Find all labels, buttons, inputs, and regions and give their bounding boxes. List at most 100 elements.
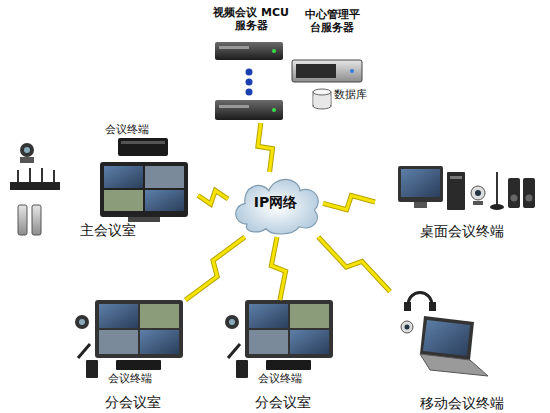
mic-stem: [41, 168, 43, 182]
lightning-link: [258, 123, 273, 172]
webcam-lens: [475, 190, 481, 196]
site-group: 会议终端主会议室: [8, 122, 198, 247]
tv-screen: [290, 304, 329, 328]
laptop-base: [420, 354, 488, 376]
tv-frame: [95, 300, 183, 358]
tv-screen: [140, 330, 179, 354]
tv-screen: [249, 330, 288, 354]
monitor-screen: [401, 169, 440, 197]
webcam-lens: [405, 325, 410, 330]
mobile-equipment: [401, 293, 488, 377]
lightning-outline: [323, 196, 375, 210]
sub-room-equipment: [225, 300, 333, 378]
speaker: [32, 205, 41, 235]
node-label: 中心管理平 台服务器: [298, 8, 366, 34]
lightning-link: [271, 237, 285, 300]
node-label: 会议终端: [108, 372, 168, 385]
server-body: [292, 60, 362, 82]
webcam: [471, 186, 485, 200]
tv-screen: [99, 330, 138, 354]
lightning-link: [323, 196, 375, 210]
node-label: 会议终端: [105, 123, 165, 136]
cylinder-top: [313, 89, 331, 95]
monitor-stand: [414, 202, 427, 208]
camera-head: [75, 315, 89, 329]
speaker: [236, 360, 248, 378]
node-label: 分会议室: [105, 394, 185, 411]
tv-stand: [128, 217, 160, 222]
laptop-screen: [423, 320, 470, 356]
lightning-outline: [271, 237, 285, 300]
terminal-highlight: [121, 141, 165, 144]
headset: [408, 293, 432, 307]
mic-stem: [496, 172, 498, 205]
webcam: [401, 321, 413, 333]
pc-tower: [447, 172, 465, 210]
mic-stem: [29, 168, 31, 182]
lightning-link: [198, 191, 228, 205]
monitor-frame: [398, 166, 443, 202]
mic-base: [10, 182, 60, 190]
tv-screen: [145, 190, 184, 211]
lightning-bolt: [323, 196, 375, 210]
tv-screen: [249, 304, 288, 328]
tv-screen: [290, 330, 329, 354]
sub-room-equipment: [75, 300, 183, 378]
server-led: [350, 69, 354, 73]
camera-base: [20, 157, 34, 163]
speaker: [523, 178, 535, 208]
ellipsis-dot: [246, 79, 253, 86]
node-label: 桌面会议终端: [420, 223, 530, 240]
microphone: [78, 344, 90, 358]
tv-frame: [100, 162, 188, 217]
server-group: 视频会议 MCU服务器: [205, 4, 295, 123]
cylinder-fill: [314, 96, 331, 105]
lightning-outline: [198, 191, 228, 205]
node-label: 会议终端: [258, 372, 318, 385]
site-group: 桌面会议终端: [375, 155, 540, 245]
headset-ear: [404, 302, 411, 311]
ellipsis-dot: [246, 69, 253, 76]
speaker: [18, 205, 27, 235]
lightning-bolt: [318, 237, 390, 292]
server-front: [296, 64, 336, 78]
server-slot: [219, 105, 249, 108]
terminal-box: [116, 360, 161, 370]
node-label: 视频会议 MCU服务器: [213, 6, 289, 32]
site-group: 会议终端分会议室: [70, 300, 195, 412]
speaker: [86, 360, 98, 378]
webcam-base: [473, 201, 483, 205]
camera-head: [225, 315, 239, 329]
site-group: 会议终端分会议室: [220, 300, 345, 412]
lightning-outline: [185, 237, 244, 300]
node-label: IP网络: [228, 194, 323, 211]
speaker: [508, 178, 520, 208]
main-room-equipment: [10, 138, 188, 235]
network-cloud: IP网络: [228, 172, 323, 237]
management-server: [292, 60, 362, 82]
mcu-server-top: [215, 42, 283, 60]
server-body: [215, 42, 283, 60]
lightning-outline: [258, 123, 273, 172]
node-label: 数据库: [334, 88, 374, 101]
site-group: 移动会议终端: [390, 285, 540, 412]
server-led: [272, 49, 276, 53]
mcu-server-bottom: [215, 100, 283, 120]
server-slot: [219, 46, 249, 49]
ellipsis-dot: [246, 89, 253, 96]
tv-screen: [140, 304, 179, 328]
mic-stem: [17, 170, 19, 182]
pc-drive: [450, 176, 462, 179]
tv-screen: [145, 166, 184, 188]
lightning-bolt: [185, 237, 244, 300]
lightning-link: [318, 237, 390, 292]
terminal-box: [266, 360, 311, 370]
camera-head: [20, 143, 34, 157]
tv-frame: [245, 300, 333, 358]
tv-screen: [104, 166, 143, 188]
mic-stem: [53, 170, 55, 182]
server-body: [215, 100, 283, 120]
tv-screen: [104, 190, 143, 211]
database-cylinder: [313, 89, 331, 109]
